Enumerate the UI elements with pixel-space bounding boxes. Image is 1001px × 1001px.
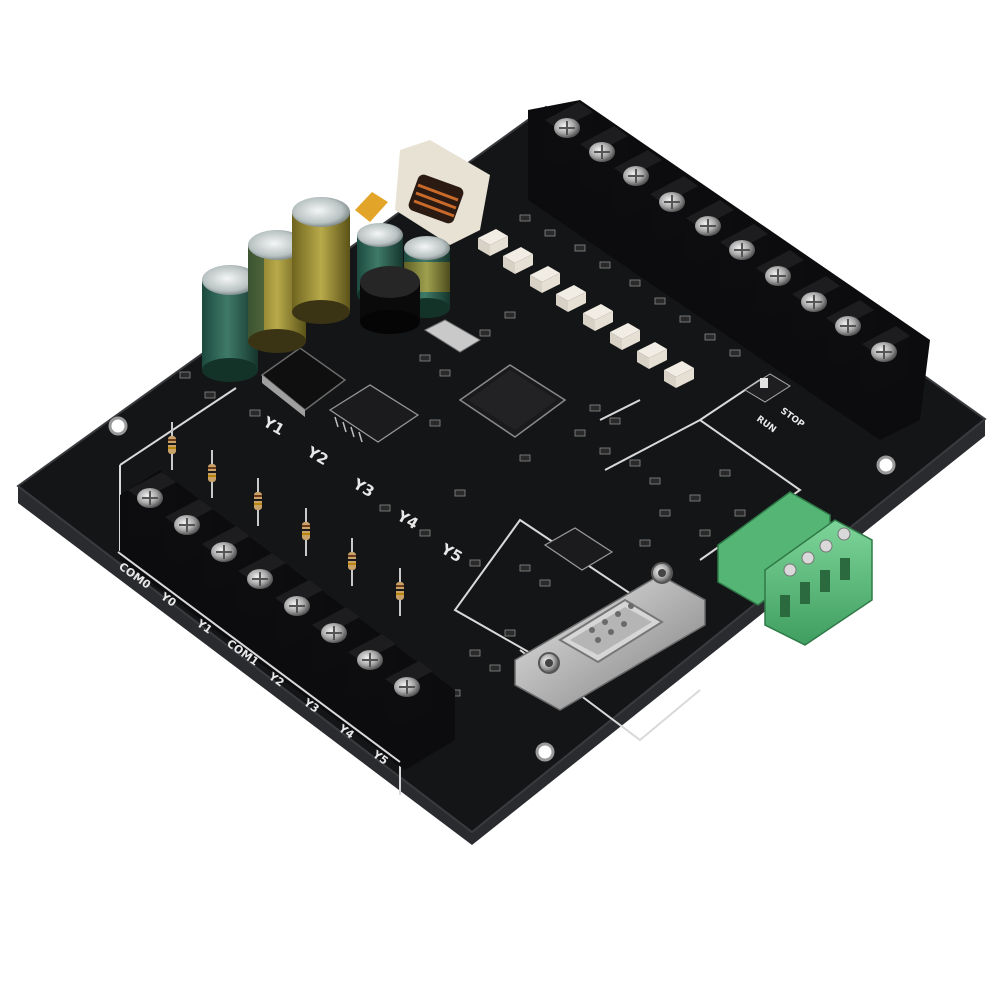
electrolytic-capacitor-3 [292, 197, 350, 324]
green-pluggable-terminal [717, 491, 873, 646]
driver-ic [328, 384, 420, 443]
run-stop-switch [744, 373, 791, 403]
db9-connector [514, 562, 706, 711]
power-inductor [360, 266, 420, 334]
pcb-board [18, 107, 985, 832]
mounting-holes [108, 416, 896, 762]
voltage-regulator [260, 347, 347, 417]
interface-ic [543, 527, 614, 571]
microcontroller-chip [458, 364, 567, 438]
crystal [423, 319, 481, 353]
top-terminal-block [528, 100, 930, 440]
output-terminal-block [120, 470, 455, 770]
tantalum-capacitor [355, 192, 388, 222]
inductor-transformer [395, 140, 490, 245]
